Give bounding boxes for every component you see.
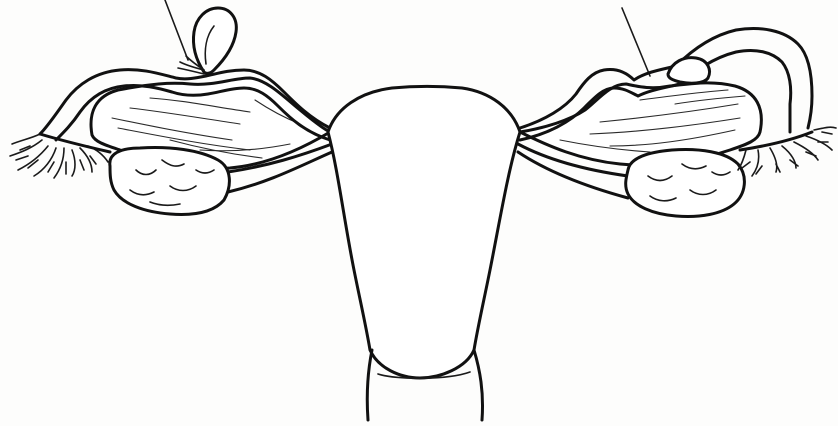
left-pointer-line <box>165 0 188 60</box>
right-ovary <box>626 150 745 217</box>
right-pointer-line <box>622 8 650 76</box>
hydatid-cyst <box>178 8 236 74</box>
uterus-body <box>328 87 520 379</box>
left-ovary <box>110 148 230 215</box>
